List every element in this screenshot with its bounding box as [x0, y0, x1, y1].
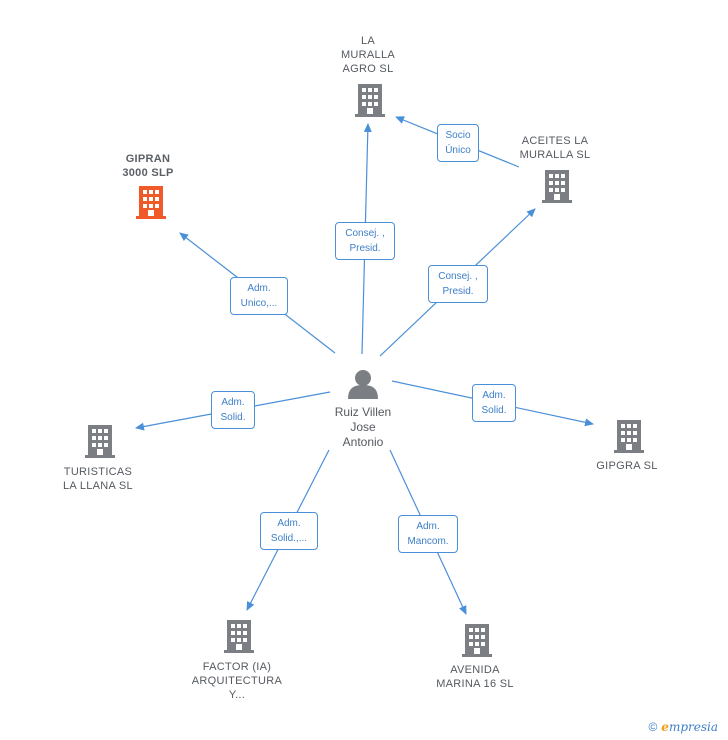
company-aceites-label[interactable]: ACEITES LA MURALLA SL — [519, 135, 591, 161]
relation-label-factor: Adm. Solid.,... — [260, 512, 318, 550]
relation-label-gipgra: Adm. Solid. — [472, 384, 516, 422]
relation-label-la-muralla: Consej. , Presid. — [335, 222, 395, 260]
company-factor-label[interactable]: FACTOR (IA) ARQUITECTURA Y... — [191, 661, 283, 701]
building-icon-factor[interactable] — [224, 620, 254, 653]
brand-logo[interactable]: ©empresia — [648, 720, 718, 734]
person-name-label[interactable]: Ruiz Villen Jose Antonio — [334, 405, 392, 449]
relation-label-avenida: Adm. Mancom. — [398, 515, 458, 553]
building-icon-aceites[interactable] — [542, 170, 572, 203]
company-avenida-label[interactable]: AVENIDA MARINA 16 SL — [436, 664, 514, 690]
brand-logo-initial: e — [661, 720, 669, 734]
brand-logo-name: mpresia — [668, 720, 718, 734]
relation-label-gipran: Adm. Unico,... — [230, 277, 288, 315]
company-gipgra-label[interactable]: GIPGRA SL — [596, 460, 658, 472]
person-icon[interactable] — [348, 370, 378, 399]
edges — [135, 116, 594, 615]
relation-label-aceites-to-muralla: Socio Único — [437, 124, 479, 162]
company-gipran-label[interactable]: GIPRAN 3000 SLP — [122, 153, 174, 179]
building-icon-avenida[interactable] — [462, 624, 492, 657]
relation-label-turisticas: Adm. Solid. — [211, 391, 255, 429]
building-icon-gipran[interactable] — [136, 186, 166, 219]
copyright-symbol: © — [648, 720, 658, 734]
building-icon-turisticas[interactable] — [85, 425, 115, 458]
relation-label-aceites: Consej. , Presid. — [428, 265, 488, 303]
building-icon-gipgra[interactable] — [614, 420, 644, 453]
building-icon-la-muralla[interactable] — [355, 84, 385, 117]
company-la-muralla-label[interactable]: LA MURALLA AGRO SL — [340, 35, 396, 75]
company-turisticas-label[interactable]: TURISTICAS LA LLANA SL — [63, 466, 133, 492]
